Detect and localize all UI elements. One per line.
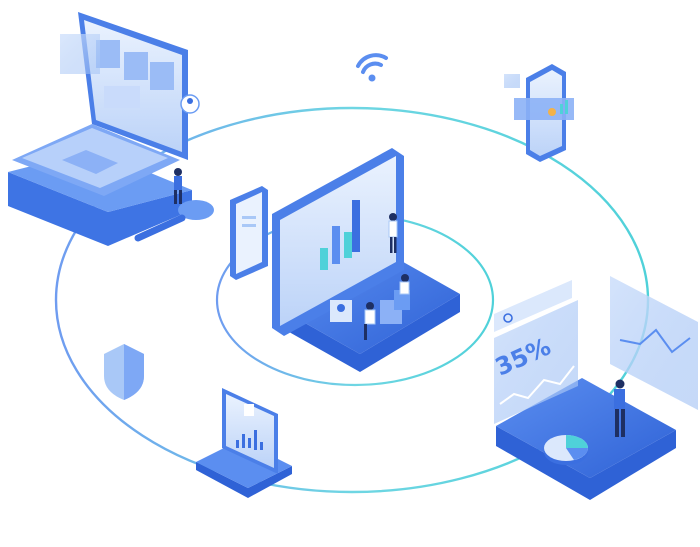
magnifier-icon: [134, 200, 214, 242]
floating-window: [60, 34, 100, 74]
person-figure: [614, 379, 625, 437]
center-dashboard: [230, 148, 460, 372]
bar-chart-icon: [560, 100, 568, 114]
laptop-pad: [8, 172, 192, 246]
laptop-group: [8, 12, 214, 246]
center-pad-top: [282, 250, 460, 354]
line-chart-board: [610, 276, 698, 410]
laptop-trackpad: [62, 150, 118, 174]
person-figure: [399, 274, 410, 295]
phone-card: [514, 98, 574, 120]
shield-icon: [104, 344, 144, 400]
person-figure: [174, 168, 182, 204]
center-pad-side: [282, 294, 460, 372]
stats-panel: [494, 300, 578, 424]
pie-chart-icon: [544, 435, 588, 465]
magnifier-icon: [503, 313, 513, 323]
person-figure: [388, 213, 398, 253]
analytics-platform: 35%: [491, 276, 698, 500]
wifi-icon: [356, 53, 388, 82]
line-chart-icon: [619, 328, 691, 354]
bar-chart-icon: [320, 200, 360, 270]
tablet-stand: [196, 388, 292, 498]
search-card: [494, 280, 572, 332]
person-figure: [364, 302, 376, 340]
bar-chart-icon: [236, 430, 263, 450]
user-icon: [337, 304, 345, 312]
phone-group: [504, 64, 574, 162]
